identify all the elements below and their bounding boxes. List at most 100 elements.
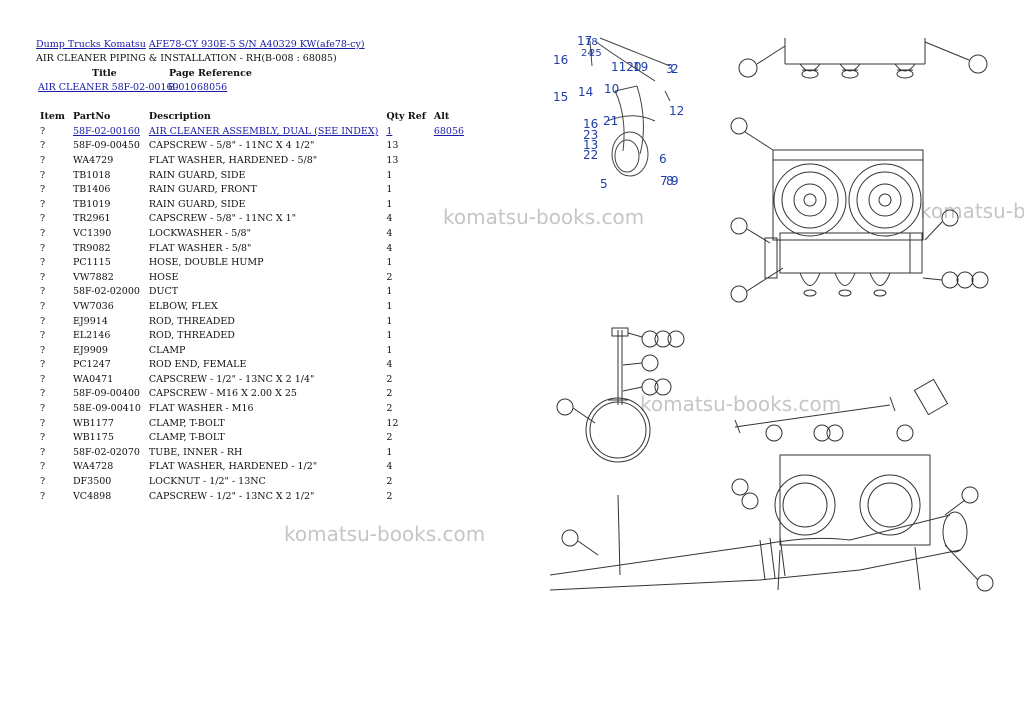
cell-alt: [430, 328, 468, 343]
cell-alt: [430, 139, 468, 154]
cell-partno: 58F-09-00400: [72, 388, 140, 400]
table-row: ? 58F-02-00160 AIR CLEANER ASSEMBLY, DUAL …: [36, 124, 468, 139]
callout-16b[interactable]: 16: [583, 117, 598, 131]
watermark: komatsu-books.com: [443, 205, 645, 229]
callout-17[interactable]: 17: [577, 36, 592, 48]
reference-id-link[interactable]: 68056: [197, 82, 228, 93]
cell-description-link[interactable]: AIR CLEANER ASSEMBLY, DUAL (SEE INDEX): [148, 125, 379, 137]
cell-qty: 1: [386, 300, 393, 312]
cell-description: FLAT WASHER - M16: [148, 403, 254, 415]
callout-3[interactable]: 3: [666, 62, 674, 76]
cell-partno-link[interactable]: 58F-02-00160: [72, 125, 140, 137]
callout-5[interactable]: 5: [600, 177, 608, 191]
cell-item: ?: [40, 140, 46, 152]
cell-qty: 4: [386, 461, 393, 473]
callout-16[interactable]: 16: [553, 53, 568, 67]
cell-alt-link[interactable]: 68056: [433, 125, 465, 137]
callout-15[interactable]: 15: [553, 90, 568, 104]
callout-19[interactable]: 19: [633, 60, 648, 74]
cell-partno: EJ9914: [72, 315, 108, 327]
cell-qty: 1: [386, 315, 393, 327]
cell-description: DUCT: [148, 286, 179, 298]
cell-qty-link[interactable]: 1: [386, 125, 393, 137]
cell-item: ?: [40, 373, 46, 385]
cell-partno: 58F-09-00450: [72, 140, 140, 152]
callout-12[interactable]: 12: [669, 104, 684, 118]
cell-description: FLAT WASHER, HARDENED - 1/2": [148, 461, 318, 473]
cell-item: ?: [40, 446, 46, 458]
cell-alt: [430, 416, 468, 431]
callout-23[interactable]: 23: [583, 128, 598, 142]
cell-description: ROD, THREADED: [148, 330, 235, 342]
callout-24[interactable]: 24: [581, 48, 594, 59]
cell-qty: 2: [386, 388, 393, 400]
header-description: Description: [148, 111, 211, 122]
callout-14[interactable]: 14: [578, 85, 593, 99]
clamp-assembly-diagram: [556, 327, 685, 463]
watermark: komatsu-books.com: [284, 522, 486, 546]
cell-qty: 1: [386, 198, 393, 210]
cell-partno: EJ9909: [72, 344, 108, 356]
reference-page-link[interactable]: B-010: [168, 82, 197, 93]
callout-10[interactable]: 10: [604, 82, 619, 96]
callout-21[interactable]: 21: [603, 114, 618, 128]
callout-2[interactable]: 2: [671, 62, 679, 76]
cell-partno: VC4898: [72, 490, 112, 502]
cell-qty: 2: [386, 490, 393, 502]
elbow-exploded-diagram: 16 17 18 24 25 1120 19 3 2 15 14 10 12 2…: [553, 36, 684, 191]
cell-qty: 4: [386, 213, 393, 225]
cell-item: ?: [40, 198, 46, 210]
callout-18[interactable]: 18: [585, 37, 598, 48]
header-alt: Alt: [433, 111, 450, 122]
cell-partno: DF3500: [72, 476, 112, 488]
cell-alt: [430, 474, 468, 489]
cell-partno: 58F-02-02070: [72, 446, 140, 458]
cell-description: CLAMP, T-BOLT: [148, 417, 225, 429]
cell-description: ROD END, FEMALE: [148, 359, 247, 371]
breadcrumb-link-model[interactable]: AFE78-CY 930E-5 S/N A40329 KW(afe78-cy): [148, 39, 365, 50]
callout-9[interactable]: 9: [671, 174, 679, 188]
cell-description: TUBE, INNER - RH: [148, 446, 243, 458]
cell-partno: WA4729: [72, 154, 114, 166]
cell-alt: [430, 182, 468, 197]
callout-1120[interactable]: 1120: [611, 60, 642, 74]
cell-description: HOSE: [148, 271, 179, 283]
cell-item: ?: [40, 125, 46, 137]
cell-description: HOSE, DOUBLE HUMP: [148, 257, 264, 269]
cell-item: ?: [40, 315, 46, 327]
cell-alt: [430, 314, 468, 329]
breadcrumb: Dump Trucks Komatsu AFE78-CY 930E-5 S/N …: [36, 38, 436, 51]
cell-alt: [430, 285, 468, 300]
cell-partno: WB1175: [72, 432, 114, 444]
cell-qty: 4: [386, 242, 393, 254]
cell-partno: TB1019: [72, 198, 111, 210]
cell-qty: 13: [386, 140, 399, 152]
cell-qty: 2: [386, 432, 393, 444]
cell-description: CAPSCREW - 1/2" - 13NC X 2 1/2": [148, 490, 315, 502]
cell-qty: 12: [386, 417, 399, 429]
cell-partno: TB1406: [72, 184, 111, 196]
cell-qty: 1: [386, 257, 393, 269]
callout-8[interactable]: 8: [666, 174, 674, 188]
reference-title-link[interactable]: AIR CLEANER 58F-02-00160: [38, 82, 179, 93]
cell-alt: [430, 197, 468, 212]
callout-25[interactable]: 25: [589, 48, 602, 59]
cell-partno: WA0471: [72, 373, 114, 385]
callout-6[interactable]: 6: [659, 152, 667, 166]
cell-description: CAPSCREW - 5/8" - 11NC X 1": [148, 213, 297, 225]
cell-partno: TB1018: [72, 169, 111, 181]
callout-13[interactable]: 13: [583, 138, 598, 152]
breadcrumb-link-dump-trucks[interactable]: Dump Trucks Komatsu: [36, 39, 146, 50]
cell-item: ?: [40, 286, 46, 298]
cell-item: ?: [40, 432, 46, 444]
cell-partno: 58F-02-02000: [72, 286, 140, 298]
callout-22[interactable]: 22: [583, 148, 598, 162]
callout-7[interactable]: 7: [660, 174, 668, 188]
